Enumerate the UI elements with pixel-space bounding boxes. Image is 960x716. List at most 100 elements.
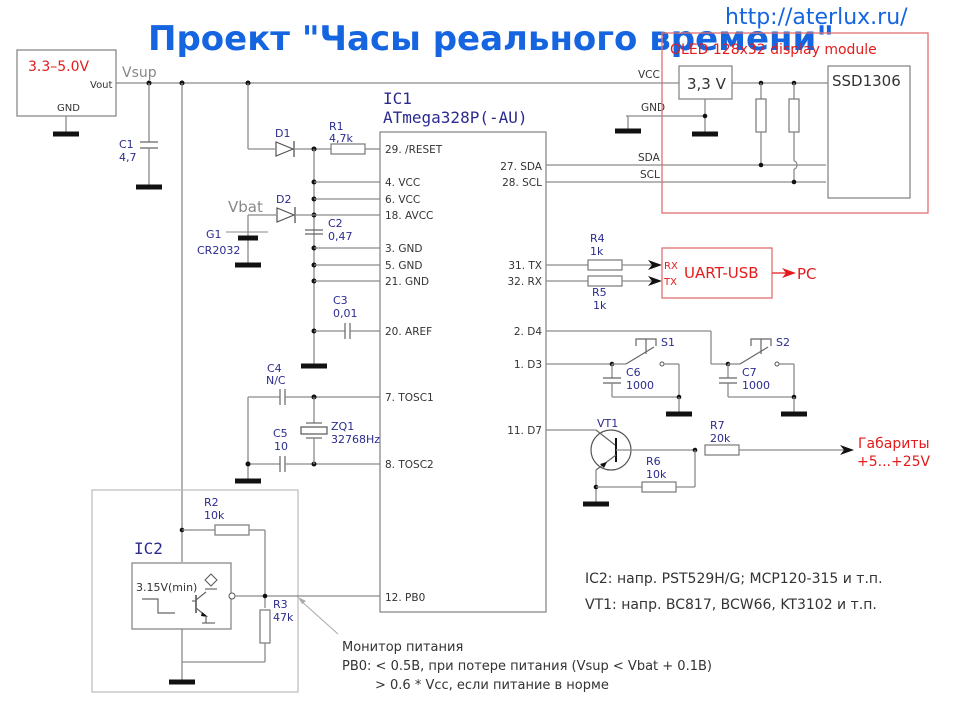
oled-module [661, 32, 929, 214]
oled-regulator-label: 3,3 V [687, 75, 727, 93]
pin-sda: 27. SDA [500, 161, 543, 173]
pin-gnd-5: 5. GND [385, 260, 422, 272]
note-monitor-line2: > 0.6 * Vcc, если питание в норме [375, 678, 609, 693]
ic1-left-pins: 29. /RESET 4. VCC 6. VCC 18. AVCC 3. GND… [385, 144, 443, 604]
r3-ref: R3 [273, 598, 288, 611]
pin-gnd-21: 21. GND [385, 276, 429, 288]
oled-sda-label: SDA [638, 152, 661, 164]
c6-ref: C6 [626, 366, 641, 379]
power-module [16, 49, 117, 117]
power-range: 3.3–5.0V [28, 59, 90, 75]
note-ic2: IC2: напр. PST529H/G; MCP120-315 и т.п. [585, 571, 883, 587]
pin-avcc: 18. AVCC [385, 210, 433, 222]
c4-value: N/C [266, 374, 286, 387]
zq1-ref: ZQ1 [331, 420, 354, 433]
d2-diode-icon [276, 207, 296, 223]
pin-reset: 29. /RESET [385, 144, 443, 156]
svg-text:VCC: VCC [638, 69, 660, 81]
pin-d7: 11. D7 [507, 425, 542, 437]
r4-value: 1k [590, 245, 604, 258]
zq1-crystal-icon [300, 426, 328, 435]
c5-value: 10 [274, 440, 288, 453]
power-gnd: GND [57, 103, 80, 114]
r1-value: 4,7k [329, 132, 353, 145]
c7-ref: C7 [742, 366, 757, 379]
zq1-value: 32768Hz [331, 433, 380, 446]
c6-value: 1000 [626, 379, 654, 392]
uart-pc: PC [797, 265, 817, 283]
c1-value: 4,7 [119, 151, 137, 164]
c3-ref: C3 [333, 294, 348, 307]
d2-ref: D2 [276, 193, 291, 206]
r7-resistor [704, 444, 740, 456]
r7-value: 20k [710, 432, 731, 445]
ssd1306-label: SSD1306 [832, 72, 901, 90]
r2-value: 10k [204, 509, 225, 522]
ic1-right-pins: 27. SDA 28. SCL 31. TX 32. RX 2. D4 1. D… [500, 161, 543, 437]
site-url[interactable]: http://aterlux.ru/ [725, 5, 908, 30]
c2-ref: C2 [328, 217, 343, 230]
r6-ref: R6 [646, 455, 661, 468]
pin-tosc1: 7. TOSC1 [385, 392, 434, 404]
pin-rx: 32. RX [507, 276, 542, 288]
r2-resistor [214, 524, 250, 536]
s2-switch [739, 346, 769, 365]
pin-pb0: 12. PB0 [385, 592, 425, 604]
d1-ref: D1 [275, 127, 290, 140]
pin-tx: 31. TX [508, 260, 542, 272]
uart-label: UART-USB [684, 264, 759, 282]
r5-value: 1k [593, 299, 607, 312]
r5-ref: R5 [592, 286, 607, 299]
lights-voltage: +5...+25V [857, 454, 931, 470]
c2-value: 0,47 [328, 230, 353, 243]
oled-scl-label: SCL [640, 169, 660, 181]
r1-resistor [330, 143, 366, 155]
vt1-ref: VT1 [597, 417, 618, 430]
title: Проект "Часы реального времени" [148, 19, 834, 59]
c5-ref: C5 [273, 427, 288, 440]
r6-resistor [641, 481, 677, 493]
r7-ref: R7 [710, 419, 725, 432]
vbat-label: Vbat [228, 198, 263, 216]
pin-aref: 20. AREF [385, 326, 432, 338]
uart-rx: RX [664, 261, 678, 272]
pin-vcc-4: 4. VCC [385, 177, 420, 189]
vsup-label: Vsup [122, 65, 157, 81]
ic1-body [379, 131, 547, 613]
ic1-ref: IC1 [383, 89, 412, 108]
note-vt1: VT1: напр. BC817, BCW66, KT3102 и т.п. [585, 597, 877, 613]
r4-ref: R4 [590, 232, 605, 245]
power-vout: Vout [90, 80, 113, 91]
ic1-part: ATmega328P(-AU) [383, 108, 528, 127]
c7-value: 1000 [742, 379, 770, 392]
ic2-ref: IC2 [134, 539, 163, 558]
pin-scl: 28. SCL [502, 177, 542, 189]
note-monitor-line1: PB0: < 0.5В, при потере питания (Vsup < … [342, 659, 712, 674]
ic2-body [131, 562, 232, 630]
pin-vcc-6: 6. VCC [385, 194, 420, 206]
oled-title: OLED 128x32 display module [670, 42, 877, 58]
oled-gnd-label: GND [641, 102, 665, 114]
pin-d4: 2. D4 [514, 326, 542, 338]
uart-tx: TX [663, 277, 677, 288]
r2-ref: R2 [204, 496, 219, 509]
pin-gnd-3: 3. GND [385, 243, 422, 255]
c4-ref: C4 [267, 362, 282, 375]
c3-value: 0,01 [333, 307, 358, 320]
r3-value: 47k [273, 611, 294, 624]
r1-ref: R1 [329, 120, 344, 133]
ic2-threshold: 3.15V(min) [136, 581, 197, 594]
s1-switch [625, 346, 655, 365]
g1-ref: G1 [206, 228, 222, 241]
g1-value: CR2032 [197, 244, 240, 257]
pin-tosc2: 8. TOSC2 [385, 459, 434, 471]
s2-ref: S2 [776, 336, 790, 349]
oled-regulator [678, 65, 733, 100]
note-monitor-title: Монитор питания [342, 640, 463, 655]
r5-resistor [587, 275, 623, 287]
ic2-area [91, 489, 299, 693]
r4-resistor [587, 259, 623, 271]
r6-value: 10k [646, 468, 667, 481]
